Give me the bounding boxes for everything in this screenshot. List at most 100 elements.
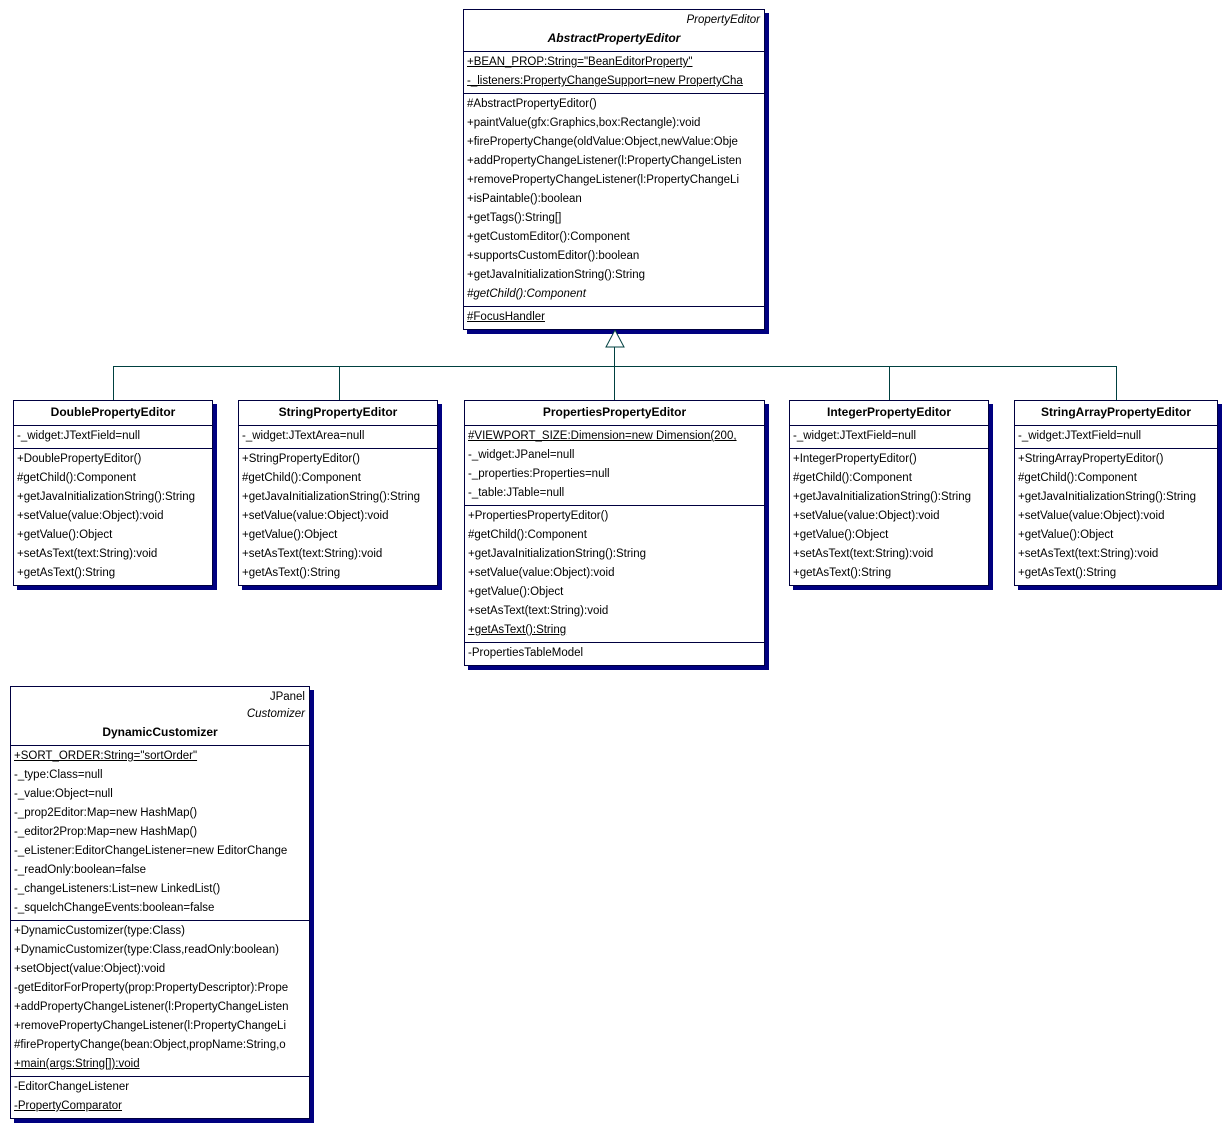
class-box-properties-property-editor[interactable]: PropertiesPropertyEditor #VIEWPORT_SIZE:… [464,400,765,666]
attribute-row: -_widget:JPanel=null [468,449,575,461]
operation-row: +DoublePropertyEditor() [17,453,142,465]
operation-row: +getAsText():String [468,624,567,636]
attribute-row: -_squelchChangeEvents:boolean=false [14,902,215,914]
operation-row: +supportsCustomEditor():boolean [467,250,640,262]
operations-compartment: #AbstractPropertyEditor() +paintValue(gf… [464,94,764,307]
attribute-row: -_editor2Prop:Map=new HashMap() [14,826,198,838]
operation-row: +getJavaInitializationString():String [242,491,421,503]
operation-row: +getAsText():String [17,567,116,579]
class-box-dynamic-customizer[interactable]: JPanel Customizer DynamicCustomizer +SOR… [10,686,310,1119]
operation-row: +getJavaInitializationString():String [1018,491,1197,503]
operation-row: +removePropertyChangeListener(l:Property… [14,1020,286,1032]
class-box-string-property-editor[interactable]: StringPropertyEditor -_widget:JTextArea=… [238,400,438,586]
operation-row: +IntegerPropertyEditor() [793,453,917,465]
operation-row: +getJavaInitializationString():String [467,269,646,281]
attribute-row: -_widget:JTextField=null [17,430,141,442]
class-box-abstract-property-editor[interactable]: PropertyEditor AbstractPropertyEditor +B… [463,9,765,330]
operation-row: +setValue(value:Object):void [468,567,615,579]
operation-row: +isPaintable():boolean [467,193,582,205]
operations-compartment: +IntegerPropertyEditor() #getChild():Com… [790,449,988,585]
inner-classes-compartment: #FocusHandler [464,307,764,329]
operation-row: +addPropertyChangeListener(l:PropertyCha… [467,155,742,167]
inner-classes-compartment: -EditorChangeListener -PropertyComparato… [11,1077,309,1118]
header-compartment: JPanel Customizer DynamicCustomizer [11,687,309,746]
class-name-label: IntegerPropertyEditor [826,405,952,419]
attribute-row: -_prop2Editor:Map=new HashMap() [14,807,198,819]
attributes-compartment: -_widget:JTextField=null [14,426,212,449]
attributes-compartment: -_widget:JTextField=null [790,426,988,449]
generalization-branch-string [339,366,340,401]
attributes-compartment: #VIEWPORT_SIZE:Dimension=new Dimension(2… [465,426,764,506]
attribute-row: -_widget:JTextField=null [793,430,917,442]
operation-row: +setValue(value:Object):void [242,510,389,522]
operation-row: +setValue(value:Object):void [793,510,940,522]
operation-row: +DynamicCustomizer(type:Class) [14,925,185,937]
operation-row: #getChild():Component [1018,472,1137,484]
operation-row: -getEditorForProperty(prop:PropertyDescr… [14,982,289,994]
attribute-row: -_widget:JTextField=null [1018,430,1142,442]
operation-row: +setAsText(text:String):void [1018,548,1159,560]
attributes-compartment: +SORT_ORDER:String="sortOrder" -_type:Cl… [11,746,309,921]
operation-row: +getJavaInitializationString():String [793,491,972,503]
inner-classes-compartment: -PropertiesTableModel [465,643,764,665]
operation-row: +getAsText():String [242,567,341,579]
operation-row: +addPropertyChangeListener(l:PropertyCha… [14,1001,289,1013]
operation-row: +paintValue(gfx:Graphics,box:Rectangle):… [467,117,701,129]
generalization-stem [614,347,615,383]
header-compartment: PropertiesPropertyEditor [465,401,764,426]
attribute-row: -_table:JTable=null [468,487,565,499]
class-name-label: AbstractPropertyEditor [547,31,681,45]
operation-row: +getAsText():String [793,567,892,579]
attribute-row: -_widget:JTextArea=null [242,430,365,442]
operations-compartment: +PropertiesPropertyEditor() #getChild():… [465,506,764,643]
operation-row: #getChild():Component [17,472,136,484]
header-compartment: StringArrayPropertyEditor [1015,401,1217,426]
header-compartment: StringPropertyEditor [239,401,437,426]
generalization-branch-string-array [1116,366,1117,401]
inner-class-row: -PropertiesTableModel [468,647,584,659]
operations-compartment: +DoublePropertyEditor() #getChild():Comp… [14,449,212,585]
operation-row: +StringArrayPropertyEditor() [1018,453,1164,465]
stereotype-label: Customizer [246,708,305,720]
attribute-row: +BEAN_PROP:String="BeanEditorProperty" [467,56,693,68]
operation-row: +getValue():Object [1018,529,1114,541]
attribute-row: -_properties:Properties=null [468,468,610,480]
operation-row: +setAsText(text:String):void [468,605,609,617]
generalization-arrowhead [605,330,625,348]
generalization-branch-properties [614,366,615,401]
class-box-string-array-property-editor[interactable]: StringArrayPropertyEditor -_widget:JText… [1014,400,1218,586]
operation-row: +getCustomEditor():Component [467,231,630,243]
operation-row: +getValue():Object [17,529,113,541]
generalization-branch-integer [889,366,890,401]
operation-row: +getJavaInitializationString():String [468,548,647,560]
operation-row: +setAsText(text:String):void [242,548,383,560]
inner-class-row: #FocusHandler [467,311,545,323]
operation-row: +getJavaInitializationString():String [17,491,196,503]
operations-compartment: +DynamicCustomizer(type:Class) +DynamicC… [11,921,309,1077]
attribute-row: -_readOnly:boolean=false [14,864,147,876]
operation-row: +PropertiesPropertyEditor() [468,510,609,522]
class-box-double-property-editor[interactable]: DoublePropertyEditor -_widget:JTextField… [13,400,213,586]
attribute-row: -_value:Object=null [14,788,113,800]
class-box-integer-property-editor[interactable]: IntegerPropertyEditor -_widget:JTextFiel… [789,400,989,586]
operation-row: #firePropertyChange(bean:Object,propName… [14,1039,286,1051]
inner-class-row: -PropertyComparator [14,1100,123,1112]
operation-row: +main(args:String[]):void [14,1058,140,1070]
attributes-compartment: -_widget:JTextField=null [1015,426,1217,449]
operation-row: +firePropertyChange(oldValue:Object,newV… [467,136,738,148]
class-name-label: DynamicCustomizer [102,725,218,739]
operation-row: #getChild():Component [793,472,912,484]
operation-row: +DynamicCustomizer(type:Class,readOnly:b… [14,944,279,956]
operations-compartment: +StringPropertyEditor() #getChild():Comp… [239,449,437,585]
class-name-label: StringPropertyEditor [278,405,398,419]
header-compartment: IntegerPropertyEditor [790,401,988,426]
operation-row: +getValue():Object [468,586,564,598]
operation-row: +StringPropertyEditor() [242,453,360,465]
operation-row: #getChild():Component [242,472,361,484]
attribute-row: -_listeners:PropertyChangeSupport=new Pr… [467,75,743,87]
stereotype-label: PropertyEditor [686,14,760,26]
operation-row: #AbstractPropertyEditor() [467,98,597,110]
attribute-row: -_type:Class=null [14,769,103,781]
operation-row: +setObject(value:Object):void [14,963,166,975]
attribute-row: +SORT_ORDER:String="sortOrder" [14,750,198,762]
